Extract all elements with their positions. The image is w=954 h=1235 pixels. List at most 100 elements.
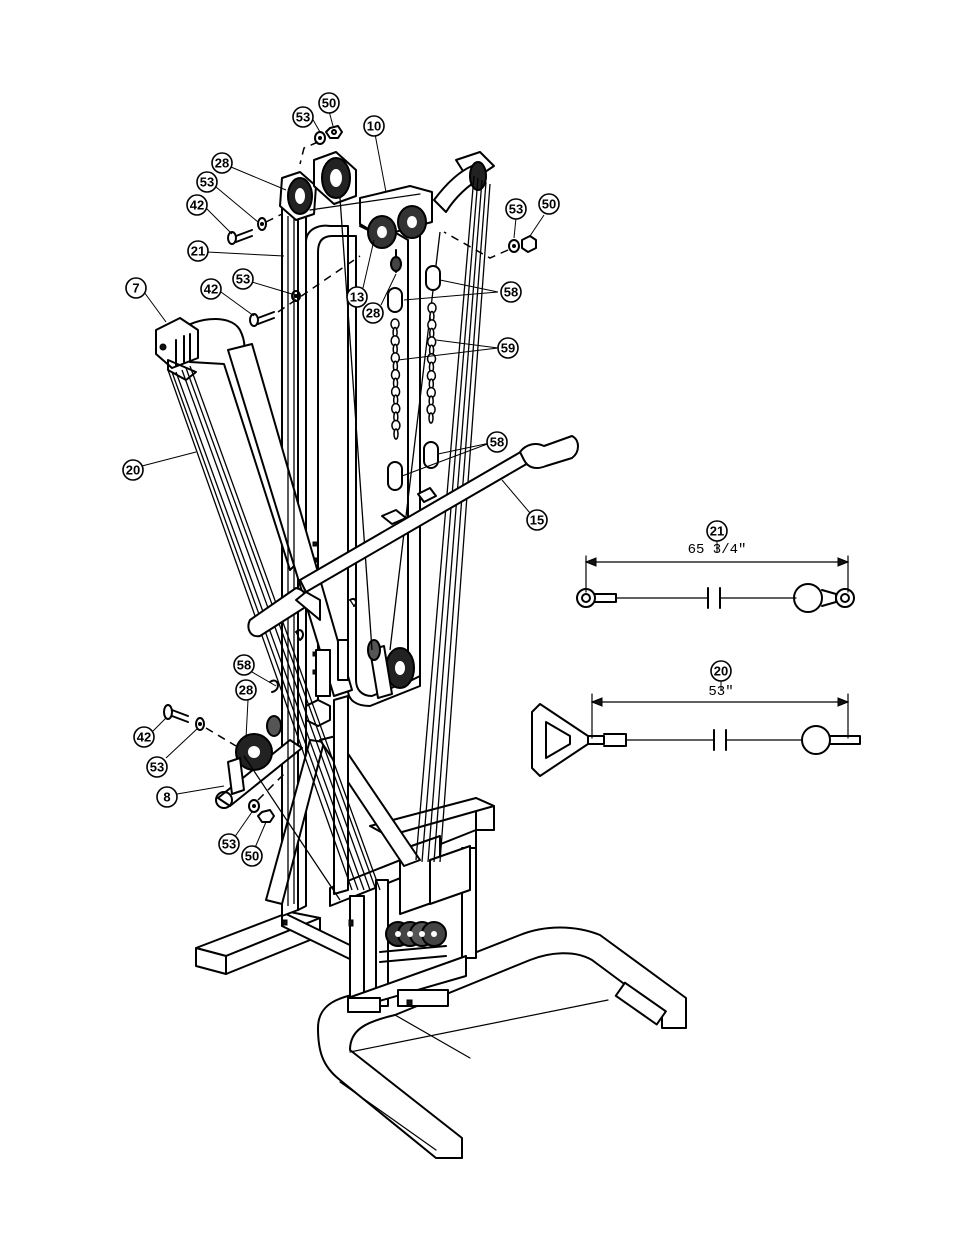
callout-label: 42	[190, 198, 204, 213]
callout-8: 8	[156, 786, 178, 808]
callout-label: 53	[509, 202, 523, 217]
callout-13: 13	[346, 286, 368, 308]
callout-58-left: 58	[233, 654, 255, 676]
callout-label: 15	[530, 513, 544, 528]
leader-lines	[141, 110, 545, 851]
upper-left-washer-53	[257, 217, 267, 231]
callout-label: 53	[200, 175, 214, 190]
callout-7: 7	[125, 277, 147, 299]
detail-cable-21: 21 65 3/4"	[576, 520, 855, 613]
callout-label: 28	[366, 306, 380, 321]
callout-label: 21	[191, 244, 205, 259]
callout-label: 58	[504, 285, 518, 300]
mid-bolt-42	[249, 311, 275, 327]
callout-50-bottom: 50	[241, 845, 263, 867]
callout-label: 58	[237, 658, 251, 673]
callout-label: 13	[350, 290, 364, 305]
callout-53-bottom: 53	[218, 833, 240, 855]
callout-label: 58	[490, 435, 504, 450]
lower-washer-53	[195, 717, 205, 731]
upper-left-bolt-42	[227, 229, 253, 245]
callout-label: 50	[542, 197, 556, 212]
callout-label: 28	[215, 156, 229, 171]
callout-21: 21	[187, 240, 209, 262]
callout-42-low: 42	[133, 726, 155, 748]
top-nut-50	[325, 125, 343, 139]
clip-58-a	[387, 287, 403, 313]
callout-bubble	[346, 286, 368, 308]
callout-bubble	[200, 278, 222, 300]
callout-bubble	[241, 845, 263, 867]
right-washer-53	[508, 239, 520, 253]
callout-50-right: 50	[538, 193, 560, 215]
callout-bubble	[500, 281, 522, 303]
callout-53-right: 53	[505, 198, 527, 220]
callout-label: 8	[163, 790, 170, 805]
clip-58-d	[387, 461, 403, 491]
callout-label: 42	[204, 282, 218, 297]
handle-bar	[247, 435, 579, 641]
detail-20-label: 20	[714, 664, 728, 679]
callout-bubble	[232, 268, 254, 290]
callout-label: 53	[150, 760, 164, 775]
callout-bubble	[196, 171, 218, 193]
callout-label: 20	[126, 463, 140, 478]
callout-bubble	[218, 833, 240, 855]
lower-pulley-assembly	[215, 715, 303, 809]
top-pulley-center	[313, 151, 357, 205]
callout-bubble	[362, 302, 384, 324]
detail-21-label: 21	[710, 524, 724, 539]
callout-bubble	[186, 194, 208, 216]
callout-label: 50	[322, 96, 336, 111]
callout-label: 28	[239, 683, 253, 698]
callout-bubble	[235, 679, 257, 701]
callout-bubble	[122, 459, 144, 481]
callout-59: 59	[497, 337, 519, 359]
callout-bubble	[363, 115, 385, 137]
callout-bubble	[526, 509, 548, 531]
callout-53-low: 53	[146, 756, 168, 778]
hardware	[163, 125, 537, 823]
callout-28-mid: 28	[362, 302, 384, 324]
callout-53-mid: 53	[232, 268, 254, 290]
callout-58-lower: 58	[486, 431, 508, 453]
base-pulley-stack	[379, 921, 447, 963]
bottom-nut-50	[257, 809, 275, 823]
tower-frame	[155, 151, 495, 917]
clip-58-c	[423, 441, 439, 469]
callout-20: 20	[122, 459, 144, 481]
right-nut-50	[521, 235, 537, 253]
detail-21-callout: 21	[706, 520, 728, 542]
callout-53-top: 53	[292, 106, 314, 128]
callout-label: 59	[501, 341, 515, 356]
top-bracket	[309, 185, 433, 273]
callout-bubble	[125, 277, 147, 299]
callout-label: 42	[137, 730, 151, 745]
base-frame	[195, 797, 687, 1159]
bottom-washer-53	[248, 799, 260, 813]
callout-bubble	[187, 240, 209, 262]
chain-link	[393, 428, 399, 440]
chains	[381, 265, 441, 525]
callout-bubble	[156, 786, 178, 808]
callout-label: 50	[245, 849, 259, 864]
callout-bubble	[538, 193, 560, 215]
callout-bubble	[486, 431, 508, 453]
callout-bubble	[505, 198, 527, 220]
callout-label: 53	[236, 272, 250, 287]
callout-label: 7	[132, 281, 139, 296]
callout-bubble	[497, 337, 519, 359]
callout-bubble	[146, 756, 168, 778]
detail-21-length: 65 3/4"	[688, 542, 747, 558]
callout-58-upper: 58	[500, 281, 522, 303]
top-pulley-left	[279, 171, 317, 221]
lower-bolt-42	[163, 704, 189, 723]
callout-15: 15	[526, 509, 548, 531]
mid-washer-53	[291, 290, 301, 302]
callout-bubble	[133, 726, 155, 748]
callout-53-upleft: 53	[196, 171, 218, 193]
center-hanging-pulley	[367, 639, 415, 699]
